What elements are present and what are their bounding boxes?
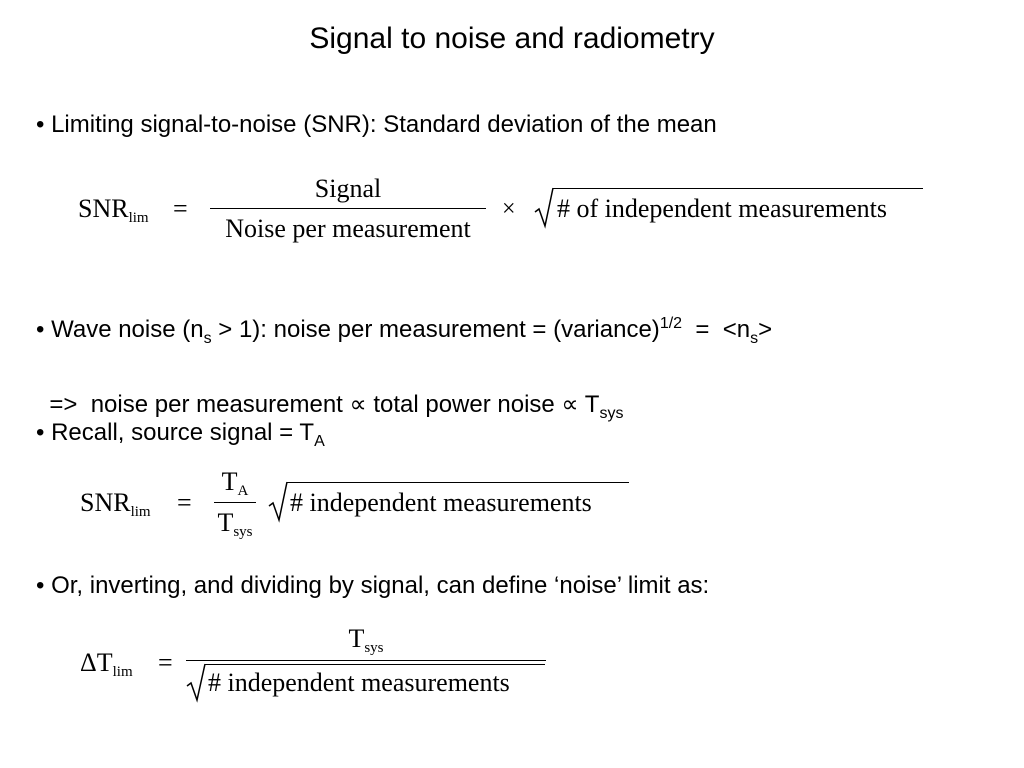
- eq2-den-t: T: [217, 508, 234, 537]
- b2-sup: 1/2: [659, 315, 683, 332]
- eq2-vinculum: [287, 482, 629, 483]
- eq2-den-sub: sys: [233, 524, 253, 540]
- eq1-radicand: # of independent measurements: [557, 194, 887, 223]
- bullet-recall-source: • Recall, source signal = TA: [36, 419, 325, 450]
- bullet-glyph: •: [36, 316, 45, 343]
- eq2-denominator: Tsys: [214, 508, 256, 540]
- eq3-fraction-bar: [186, 660, 546, 661]
- eq2-lhs-sub: lim: [130, 504, 151, 520]
- eq1-radical-icon: [534, 187, 554, 229]
- bullet-glyph: •: [36, 419, 45, 446]
- b2-text-c: = <n: [682, 316, 751, 343]
- implication-line: => noise per measurement ∝ total power n…: [36, 369, 623, 422]
- eq1-fraction-bar: [210, 208, 486, 209]
- eq2-equals: =: [177, 488, 192, 517]
- eq3-vinculum: [205, 664, 545, 665]
- bullet-limiting-snr: • Limiting signal-to-noise (SNR): Standa…: [36, 113, 717, 137]
- eq3-lhs: ΔT: [80, 648, 113, 677]
- eq2-radical-icon: [268, 481, 288, 523]
- bullet-noise-limit: • Or, inverting, and dividing by signal,…: [36, 574, 709, 598]
- b4-sub: A: [314, 433, 325, 450]
- eq3-radical-icon: [186, 663, 206, 703]
- eq3-num-sub: sys: [364, 640, 384, 656]
- eq1-lhs-sub: lim: [128, 210, 149, 226]
- eq3-numerator: Tsys: [186, 624, 546, 656]
- eq1-vinculum: [553, 188, 923, 189]
- eq3-equals: =: [158, 648, 173, 677]
- eq1-equals: =: [173, 194, 188, 223]
- eq1-times: ×: [502, 196, 516, 222]
- eq2-fraction-bar: [214, 502, 256, 503]
- eq2-numerator: TA: [214, 467, 256, 499]
- eq3-num-t: T: [348, 624, 365, 653]
- b2-sub-s: s: [203, 330, 212, 347]
- b2-text-a: Wave noise (n: [51, 316, 204, 343]
- eq2-lhs: SNR: [80, 488, 131, 517]
- bullet-text: Limiting signal-to-noise (SNR): Standard…: [51, 111, 717, 138]
- bullet-glyph: •: [36, 111, 45, 138]
- b2-text-b: > 1): noise per measurement = (variance): [211, 316, 660, 343]
- eq2-num-sub: A: [237, 483, 249, 499]
- bullet-glyph: •: [36, 572, 45, 599]
- page-title: Signal to noise and radiometry: [309, 22, 715, 55]
- b2-text-d: >: [758, 316, 773, 343]
- eq3-radicand: # independent measurements: [208, 668, 510, 697]
- bullet-wave-noise: • Wave noise (ns > 1): noise per measure…: [36, 315, 773, 347]
- bullet-text: Or, inverting, and dividing by signal, c…: [51, 572, 710, 599]
- eq1-numerator: Signal: [314, 174, 382, 203]
- b3-text: => noise per measurement ∝ total power n…: [49, 391, 600, 418]
- b2-sub-s2: s: [750, 330, 759, 347]
- eq2-num-t: T: [221, 467, 238, 496]
- eq1-lhs: SNR: [78, 194, 129, 223]
- b4-text: Recall, source signal = T: [51, 419, 315, 446]
- eq2-radicand: # independent measurements: [290, 488, 592, 517]
- eq1-denominator: Noise per measurement: [225, 214, 471, 243]
- b3-sub: sys: [599, 405, 624, 422]
- eq3-lhs-sub: lim: [112, 664, 133, 680]
